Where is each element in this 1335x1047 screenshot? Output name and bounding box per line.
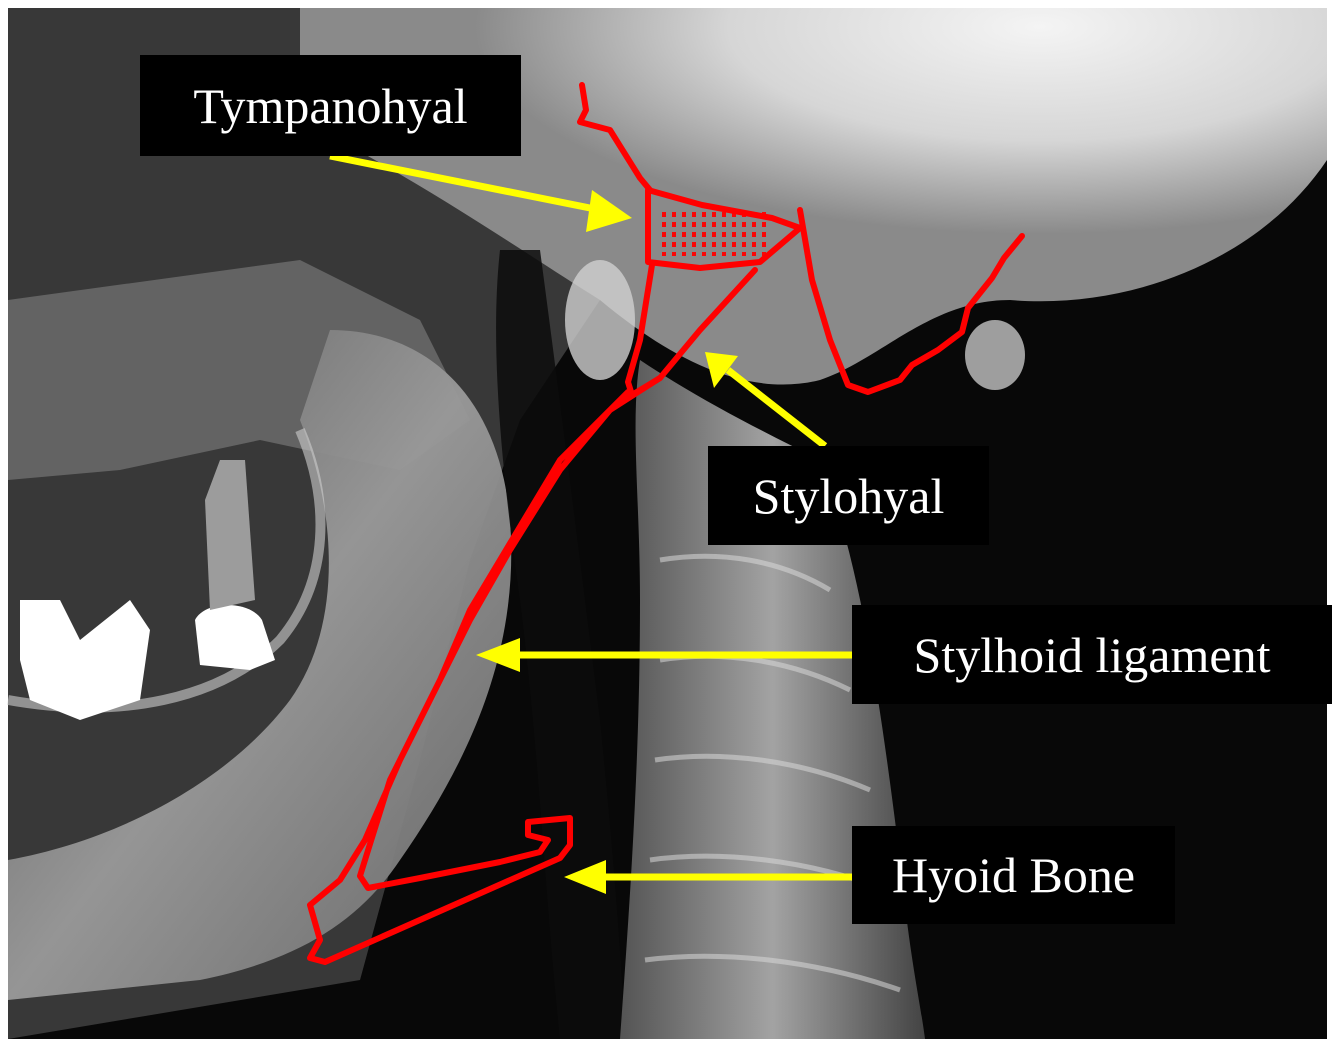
hyoid-bone-label: Hyoid Bone bbox=[852, 826, 1175, 924]
tympanohyal-label: Tympanohyal bbox=[140, 55, 521, 156]
stylohyal-label: Stylohyal bbox=[708, 446, 989, 545]
stylohoid-ligament-label: Stylhoid ligament bbox=[852, 605, 1332, 704]
tympanohyal-hatch bbox=[658, 212, 766, 256]
